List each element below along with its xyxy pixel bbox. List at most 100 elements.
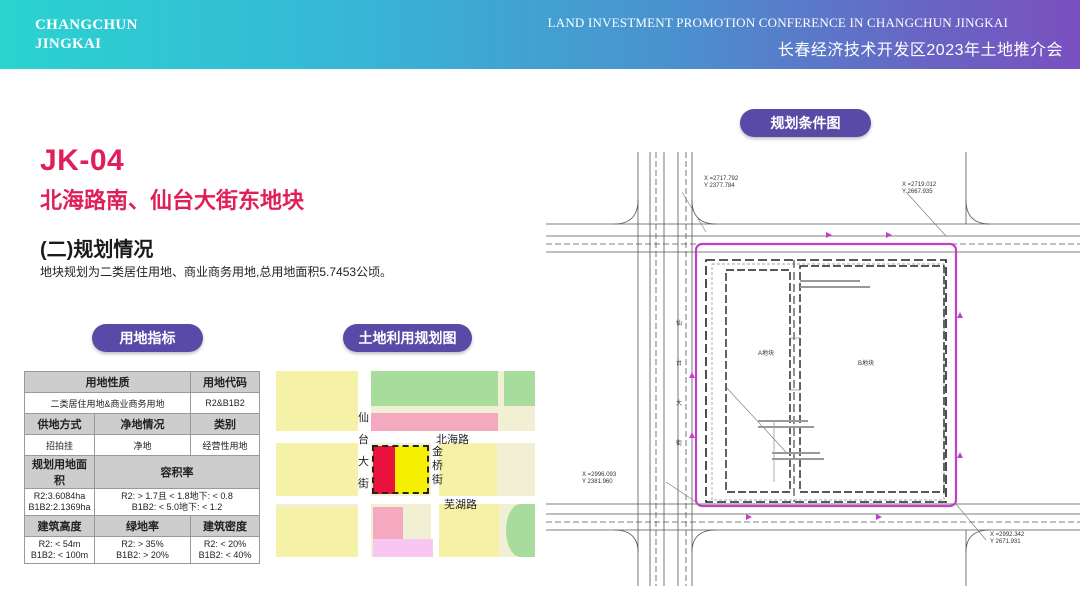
char: 街: [358, 478, 369, 490]
section-description: 地块规划为二类居住用地、商业商务用地,总用地面积5.7453公顷。: [40, 265, 393, 279]
residential-block: [276, 507, 358, 557]
height-r2: R2: < 54m: [38, 539, 81, 549]
pill-indicators: 用地指标: [92, 324, 203, 352]
label-beihai-road: 北海路: [436, 434, 469, 446]
conference-title-cn: 长春经济技术开发区2023年土地推介会: [777, 42, 1063, 59]
green-block: [504, 371, 535, 406]
table-cell: R2: > 35%B1B2: > 20%: [94, 536, 191, 564]
char: 台: [358, 434, 369, 446]
green-block: [371, 371, 498, 406]
coord-y: Y 2671.931: [990, 539, 1021, 545]
commercial-parcel: [373, 446, 395, 494]
coord-top-right: X =2719.012 Y 2667.935: [902, 182, 936, 196]
table-header: 用地性质: [24, 371, 191, 393]
coord-x: X =2996.093: [582, 472, 617, 478]
char: 街: [676, 441, 683, 447]
label-jinqiao-street: 金 桥 街: [432, 445, 444, 487]
conditions-map-drawing: [546, 152, 1080, 586]
char: 金: [432, 446, 443, 458]
char: 桥: [432, 460, 443, 472]
table-header: 用地代码: [190, 371, 260, 393]
label-road-vertical: 仙 台 大 街: [676, 304, 682, 464]
table-cell: R2: < 20%B1B2: < 40%: [190, 536, 260, 564]
residential-block: [439, 443, 497, 496]
table-header: 类别: [190, 413, 260, 435]
pink-block: [373, 507, 403, 539]
label-parcel-a: A地块: [758, 351, 775, 357]
coord-y: Y 2667.935: [902, 189, 933, 195]
char: 仙: [676, 321, 683, 327]
char: 街: [432, 474, 443, 486]
coord-y: Y 2377.784: [704, 183, 735, 189]
green-park: [506, 504, 535, 557]
table-header: 容积率: [94, 455, 260, 489]
table-header: 建筑高度: [24, 515, 95, 537]
parcel-boundary: [372, 445, 429, 494]
logo-line1: CHANGCHUN: [35, 17, 138, 33]
table-cell: R2&B1B2: [190, 392, 260, 414]
table-header: 绿地率: [94, 515, 191, 537]
plot-name: 北海路南、仙台大街东地块: [40, 188, 305, 213]
table-cell: 净地: [94, 434, 191, 456]
table-row: 招拍挂 净地 经营性用地: [24, 434, 260, 456]
table-cell: 经营性用地: [190, 434, 260, 456]
table-row: 供地方式 净地情况 类别: [24, 413, 260, 435]
density-b1b2: B1B2: < 40%: [198, 550, 252, 560]
height-b1b2: B1B2: < 100m: [30, 550, 89, 560]
label-wuhu-road: 芜湖路: [444, 499, 477, 511]
residential-block: [276, 443, 358, 496]
green-r2: R2: > 35%: [121, 539, 164, 549]
header-banner: CHANGCHUN JINGKAI LAND INVESTMENT PROMOT…: [0, 0, 1080, 69]
logo-line2: JINGKAI: [35, 36, 102, 52]
residential-block: [439, 504, 499, 557]
road-wuhu: [276, 496, 535, 504]
conditions-map: X =2717.792 Y 2377.784 X =2719.012 Y 266…: [546, 152, 1080, 586]
road-xiantai: [358, 371, 371, 557]
coord-top-left: X =2717.792 Y 2377.784: [704, 176, 738, 190]
table-header: 建筑密度: [190, 515, 260, 537]
coord-x: X =2719.012: [902, 182, 937, 188]
residential-parcel: [395, 446, 429, 494]
pink-block: [371, 413, 498, 431]
indicators-table: 用地性质 用地代码 二类居住用地&商业商务用地 R2&B1B2 供地方式 净地情…: [24, 371, 260, 564]
conference-title-en: LAND INVESTMENT PROMOTION CONFERENCE IN …: [547, 15, 1008, 30]
coord-bottom-left: X =2996.093 Y 2381.960: [582, 472, 616, 486]
char: 大: [676, 401, 683, 407]
far-r2: R2: > 1.7且 < 1.8地下: < 0.8: [121, 491, 233, 501]
pill-land-use-map: 土地利用规划图: [343, 324, 472, 352]
density-r2: R2: < 20%: [203, 539, 247, 549]
road-beihai: [276, 431, 535, 443]
table-row: 用地性质 用地代码: [24, 371, 260, 393]
char: 大: [358, 456, 369, 468]
area-b1b2: B1B2:2.1369ha: [28, 502, 91, 512]
coord-bottom-right: X =2992.342 Y 2671.931: [990, 532, 1024, 546]
char: 仙: [358, 412, 369, 424]
coord-x: X =2992.342: [990, 532, 1025, 538]
table-cell: 招拍挂: [24, 434, 95, 456]
label-xiantai-street: 仙 台 大 街: [358, 407, 370, 495]
table-header: 供地方式: [24, 413, 95, 435]
table-header: 规划用地面积: [24, 455, 95, 489]
light-pink-block: [373, 539, 433, 557]
char: 台: [676, 361, 683, 367]
logo: CHANGCHUN JINGKAI: [35, 16, 138, 54]
plot-id: JK-04: [40, 144, 125, 177]
green-b1b2: B1B2: > 20%: [116, 550, 169, 560]
pill-conditions-map: 规划条件图: [740, 109, 871, 137]
coord-x: X =2717.792: [704, 176, 739, 182]
residential-block: [276, 371, 358, 431]
table-row: 二类居住用地&商业商务用地 R2&B1B2: [24, 392, 260, 414]
area-r2: R2:3.6084ha: [33, 491, 86, 501]
table-cell: 二类居住用地&商业商务用地: [24, 392, 191, 414]
table-row: 规划用地面积 容积率: [24, 455, 260, 489]
section-title: (二)规划情况: [40, 239, 154, 261]
table-row: 建筑高度 绿地率 建筑密度: [24, 515, 260, 537]
label-parcel-b: B地块: [858, 361, 875, 367]
far-b1b2: B1B2: < 5.0地下: < 1.2: [131, 502, 223, 512]
table-header: 净地情况: [94, 413, 191, 435]
